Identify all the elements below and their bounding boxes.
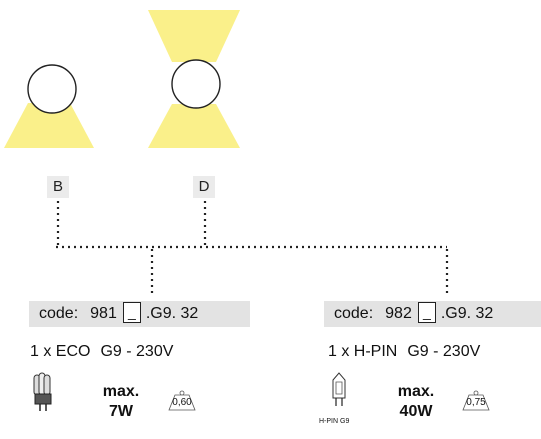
weight-value: 0,75 — [466, 397, 486, 408]
eco-bulb-base — [34, 393, 52, 405]
lamp-voltage: G9 - 230V — [407, 343, 481, 360]
code-prefix: code: — [39, 305, 79, 322]
lamp-voltage: G9 - 230V — [100, 343, 174, 360]
option-d-fixture — [148, 10, 240, 148]
option-label-b: B — [47, 176, 69, 198]
connector-lines — [56, 201, 449, 297]
max-power-hpin: max. 40W — [390, 382, 442, 422]
max-label: max. — [397, 383, 435, 400]
option-b-fixture — [4, 64, 94, 148]
lamp-type: 1 x H-PIN — [328, 343, 398, 360]
code-suffix: .G9. 32 — [440, 305, 494, 322]
lamp-spec-hpin: 1 x H-PIN G9 - 230V — [328, 343, 480, 361]
weight-icon — [462, 390, 490, 411]
option-b-fixture-circle — [27, 64, 77, 114]
lamp-type: 1 x ECO — [30, 343, 91, 360]
option-b-down-beam — [4, 103, 94, 148]
eco-bulb-tube-3 — [43, 374, 51, 396]
max-power-value: 7W — [109, 403, 133, 420]
weight-badge-eco: 0,60 — [161, 390, 203, 412]
code-number: 981 — [90, 305, 117, 322]
option-d-up-beam — [148, 10, 240, 62]
code-suffix: .G9. 32 — [145, 305, 199, 322]
halogen-icon-caption: H-PIN G9 — [319, 418, 350, 425]
max-power-value: 40W — [399, 403, 433, 420]
max-label: max. — [102, 383, 140, 400]
option-d-down-beam — [148, 104, 240, 148]
color-code-slot[interactable]: _ — [417, 302, 436, 324]
max-power-eco: max. 7W — [96, 382, 146, 422]
code-number: 982 — [385, 305, 412, 322]
eco-bulb-icon — [33, 372, 52, 411]
color-code-slot[interactable]: _ — [122, 302, 141, 324]
halogen-bulb-filament — [335, 381, 343, 395]
halogen-pin-bulb-icon — [332, 372, 346, 406]
code-bar-981: code: 981 _.G9. 32 — [29, 301, 250, 327]
weight-badge-hpin: 0,75 — [455, 390, 497, 412]
code-prefix: code: — [334, 305, 374, 322]
option-label-d: D — [193, 176, 215, 198]
weight-value: 0,60 — [172, 397, 192, 408]
weight-icon — [168, 390, 196, 411]
code-bar-982: code: 982 _.G9. 32 — [324, 301, 541, 327]
lamp-spec-eco: 1 x ECO G9 - 230V — [30, 343, 173, 361]
option-d-fixture-circle — [171, 59, 221, 109]
